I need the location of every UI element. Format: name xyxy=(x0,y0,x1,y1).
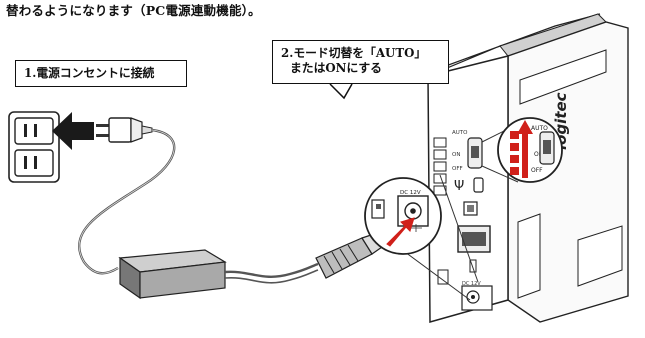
svg-text:AUTO: AUTO xyxy=(452,130,468,136)
svg-text:AUTO: AUTO xyxy=(531,125,548,132)
dc-connector xyxy=(315,233,395,279)
wall-outlet xyxy=(8,111,60,183)
svg-text:ON: ON xyxy=(534,151,543,158)
insert-arrow xyxy=(52,112,94,150)
dc-jack-zoom: DC 12V xyxy=(364,177,442,255)
ac-adapter xyxy=(118,249,227,300)
svg-text:OFF: OFF xyxy=(531,167,543,174)
usb-port[interactable] xyxy=(473,177,484,193)
insert-red-arrow xyxy=(386,217,415,247)
step2-line1: 2.モード切替を「AUTO」 xyxy=(281,46,427,60)
step2-callout: 2.モード切替を「AUTO」 またはONにする xyxy=(272,40,449,84)
step2-line2: またはONにする xyxy=(290,61,382,75)
usb-icon: Ψ xyxy=(454,179,464,194)
svg-text:DC 12V: DC 12V xyxy=(400,190,421,196)
hdd-device: logitec AUTO ON OFF Ψ xyxy=(427,13,629,323)
svg-text:OFF: OFF xyxy=(452,166,463,172)
callout-pointer xyxy=(329,83,353,100)
svg-text:ON: ON xyxy=(452,152,460,158)
switch-up-arrow xyxy=(517,120,533,178)
ac-cable xyxy=(77,128,176,275)
svg-text:DC 12V: DC 12V xyxy=(462,281,481,287)
dc-cable xyxy=(224,262,319,278)
power-plug xyxy=(96,117,153,143)
caption-text: 替わるようになります（PC電源連動機能）。 xyxy=(6,3,261,18)
mode-switch-zoom: AUTO ON OFF xyxy=(497,117,563,183)
step1-callout: 1.電源コンセントに接続 xyxy=(15,60,187,87)
